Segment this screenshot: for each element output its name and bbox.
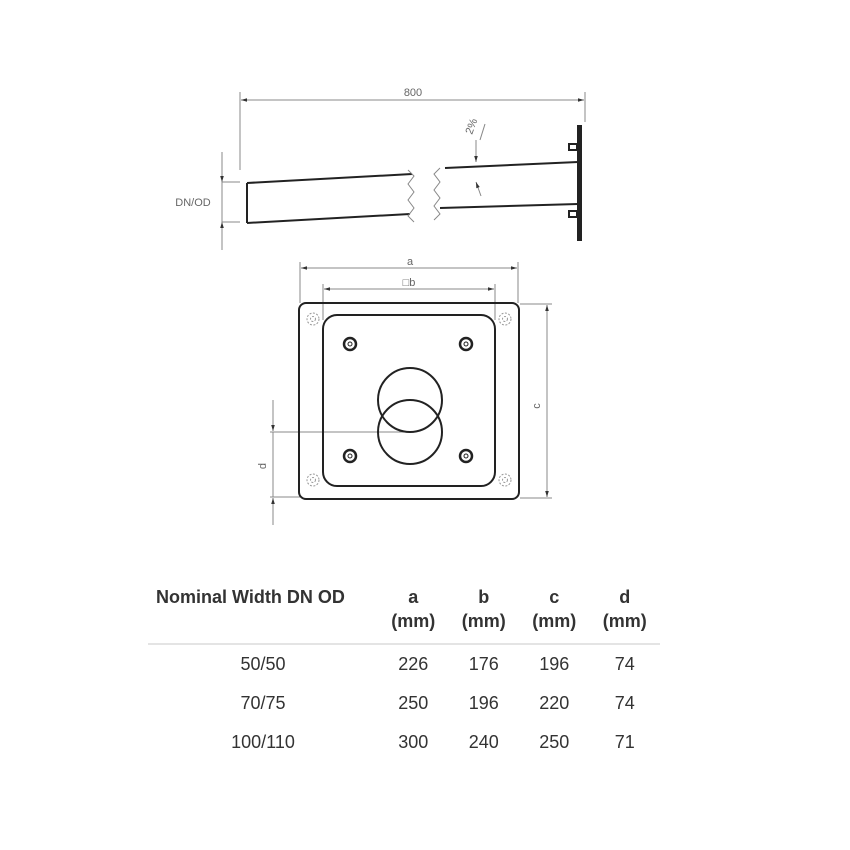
header-title: c	[549, 587, 560, 607]
cell-b: 240	[468, 732, 499, 752]
cell-nominal-width: 50/50	[240, 654, 286, 674]
cell-c: 250	[539, 732, 570, 752]
pipe	[246, 161, 579, 224]
dimension-b-label: □b	[403, 277, 416, 289]
pipe-outlet-circle	[377, 399, 443, 465]
header-unit: (mm)	[391, 611, 436, 631]
cell-b: 196	[468, 693, 499, 713]
dimension-a-label: a	[407, 256, 414, 268]
diameter-label: DN/OD	[175, 197, 211, 209]
header-unit: (mm)	[461, 611, 506, 631]
header-title: a	[408, 587, 419, 607]
outer-plate	[298, 302, 520, 500]
header-title: d	[619, 587, 631, 607]
mounting-plate-side	[568, 125, 582, 241]
dimension-d-label: d	[257, 463, 269, 469]
dimensions-table: Nominal Width DN OD a (mm) b (mm) c (mm) d (…	[148, 585, 660, 762]
cell-a: 300	[398, 732, 429, 752]
slope-indicator: 2%	[464, 117, 486, 197]
cell-d: 74	[614, 654, 635, 674]
cell-nominal-width: 70/75	[240, 693, 286, 713]
slope-label: 2%	[464, 117, 481, 136]
side-view: 800 DN/OD 2%	[175, 87, 586, 250]
dimension-c-label: c	[531, 403, 543, 409]
header-c: c (mm)	[519, 585, 590, 644]
header-d: d (mm)	[590, 585, 661, 644]
header-nominal-width: Nominal Width DN OD	[148, 585, 378, 644]
table-row: 50/50 226 176 196 74	[148, 644, 660, 684]
header-a: a (mm)	[378, 585, 449, 644]
corner-screws	[306, 312, 512, 487]
cell-b: 176	[468, 654, 499, 674]
header-title: Nominal Width DN OD	[156, 587, 345, 607]
header-b: b (mm)	[449, 585, 520, 644]
cell-d: 71	[614, 732, 635, 752]
cell-a: 250	[398, 693, 429, 713]
bolt-holes	[342, 336, 474, 464]
table-header-row: Nominal Width DN OD a (mm) b (mm) c (mm) d (…	[148, 585, 660, 644]
header-title: b	[478, 587, 490, 607]
header-unit: (mm)	[532, 611, 577, 631]
pipe-outlet-circle	[377, 367, 443, 433]
table-row: 100/110 300 240 250 71	[148, 723, 660, 762]
header-unit: (mm)	[602, 611, 647, 631]
cell-d: 74	[614, 693, 635, 713]
cell-c: 220	[539, 693, 570, 713]
front-view: a □b c d	[257, 256, 552, 525]
cell-nominal-width: 100/110	[231, 732, 295, 752]
table-row: 70/75 250 196 220 74	[148, 684, 660, 723]
inner-plate	[322, 314, 496, 487]
length-label: 800	[404, 87, 422, 99]
cell-a: 226	[398, 654, 429, 674]
cell-c: 196	[539, 654, 570, 674]
